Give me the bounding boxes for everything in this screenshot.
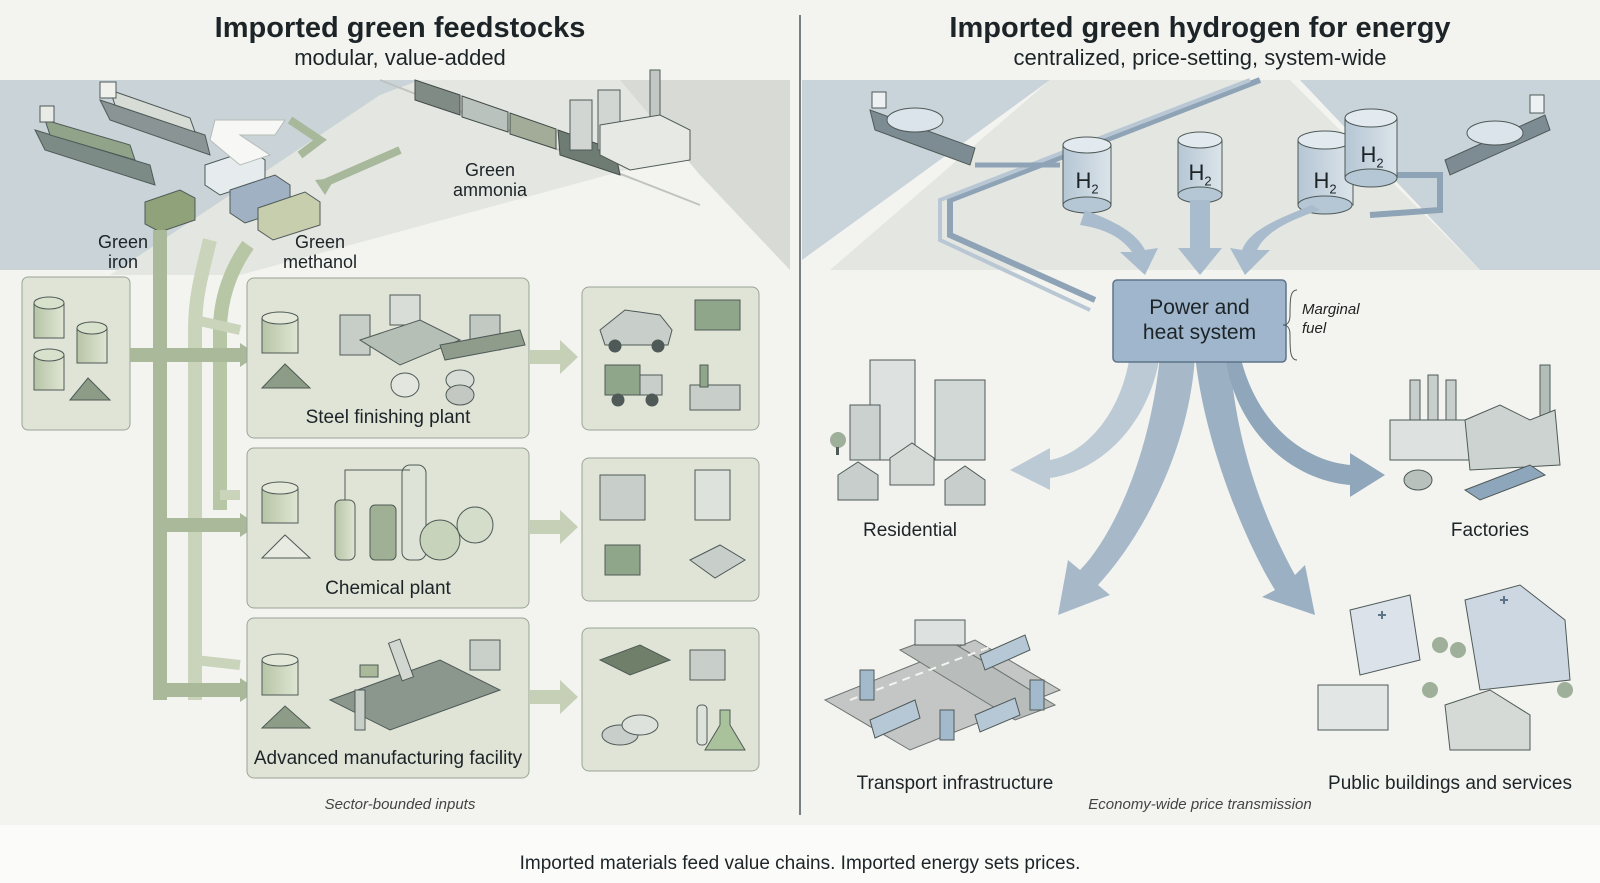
left-panel-title: Imported green feedstocks	[214, 12, 586, 44]
chemical-plant-label: Chemical plant	[325, 578, 451, 599]
tree-icon	[1422, 637, 1573, 698]
marginal-fuel-bracket	[1282, 289, 1298, 361]
hospital-icon	[1317, 584, 1571, 751]
flask-icon	[696, 704, 746, 751]
circuit-board-icon	[694, 299, 741, 331]
container-icon	[257, 191, 321, 241]
truck-icon	[604, 364, 663, 407]
arrow-head	[315, 178, 335, 195]
steel-finishing-plant-label: Steel finishing plant	[305, 407, 471, 428]
h2-label: H2	[1075, 168, 1099, 197]
storage-tank-icon	[1344, 108, 1398, 188]
server-rack-icon	[599, 469, 746, 579]
storage-tank-icon	[1062, 136, 1112, 214]
arrow-green	[287, 116, 327, 159]
materials-icon	[598, 644, 726, 746]
sea-right	[802, 80, 1600, 270]
destination-residential: Residential	[863, 520, 957, 541]
dock-crane-base	[209, 119, 286, 166]
quay-right-shadow	[620, 80, 790, 270]
hydrogen-outflow-arrows	[1010, 355, 1385, 615]
h2-label: H2	[1188, 160, 1212, 189]
land-right	[830, 80, 1480, 270]
tree-icon	[830, 432, 846, 455]
car-icon	[599, 309, 673, 353]
storage-tank-icon	[260, 311, 312, 729]
container-icon	[144, 189, 196, 233]
right-panel-subtitle: centralized, price-setting, system-wide	[1013, 45, 1387, 70]
bottom-caption: Imported materials feed value chains. Im…	[519, 853, 1081, 874]
office-building-icon	[849, 359, 986, 461]
cargo-ship-icon	[1444, 94, 1551, 176]
cargo-ship-icon	[869, 91, 976, 166]
cargo-ship-icon	[99, 81, 211, 156]
caption-band	[0, 825, 1600, 883]
destination-public-buildings: Public buildings and services	[1328, 773, 1572, 794]
right-panel-title: Imported green hydrogen for energy	[949, 12, 1451, 44]
storage-tank-icon	[33, 296, 112, 401]
bus-icon	[869, 634, 1031, 739]
storage-tank-icon	[1297, 130, 1354, 215]
robot-arm-icon	[328, 638, 502, 731]
feed-arrows	[130, 230, 254, 700]
steel-machinery-icon	[339, 294, 526, 406]
chemical-reactor-icon	[334, 464, 494, 561]
factory-icon	[569, 69, 691, 171]
left-panel-subtitle: modular, value-added	[294, 45, 506, 70]
storage-tank-icon	[1177, 131, 1223, 204]
h2-label: H2	[1360, 142, 1384, 171]
advanced-manufacturing-label: Advanced manufacturing facility	[253, 748, 523, 769]
power-heat-hub	[1112, 279, 1287, 363]
bus-stop-icon	[859, 619, 1045, 741]
left-footer: Sector-bounded inputs	[324, 796, 476, 813]
right-footer: Economy-wide price transmission	[1088, 796, 1312, 813]
destination-factories: Factories	[1450, 520, 1530, 541]
robot-arm-icon	[689, 364, 741, 411]
destination-transport: Transport infrastructure	[856, 773, 1054, 794]
factory-icon	[1389, 364, 1561, 501]
output-arrows	[530, 340, 578, 714]
hydrogen-inflow-arrows	[1080, 200, 1320, 275]
house-icon	[837, 442, 986, 506]
cargo-ship-icon	[34, 105, 156, 186]
h2-label: H2	[1313, 168, 1337, 197]
